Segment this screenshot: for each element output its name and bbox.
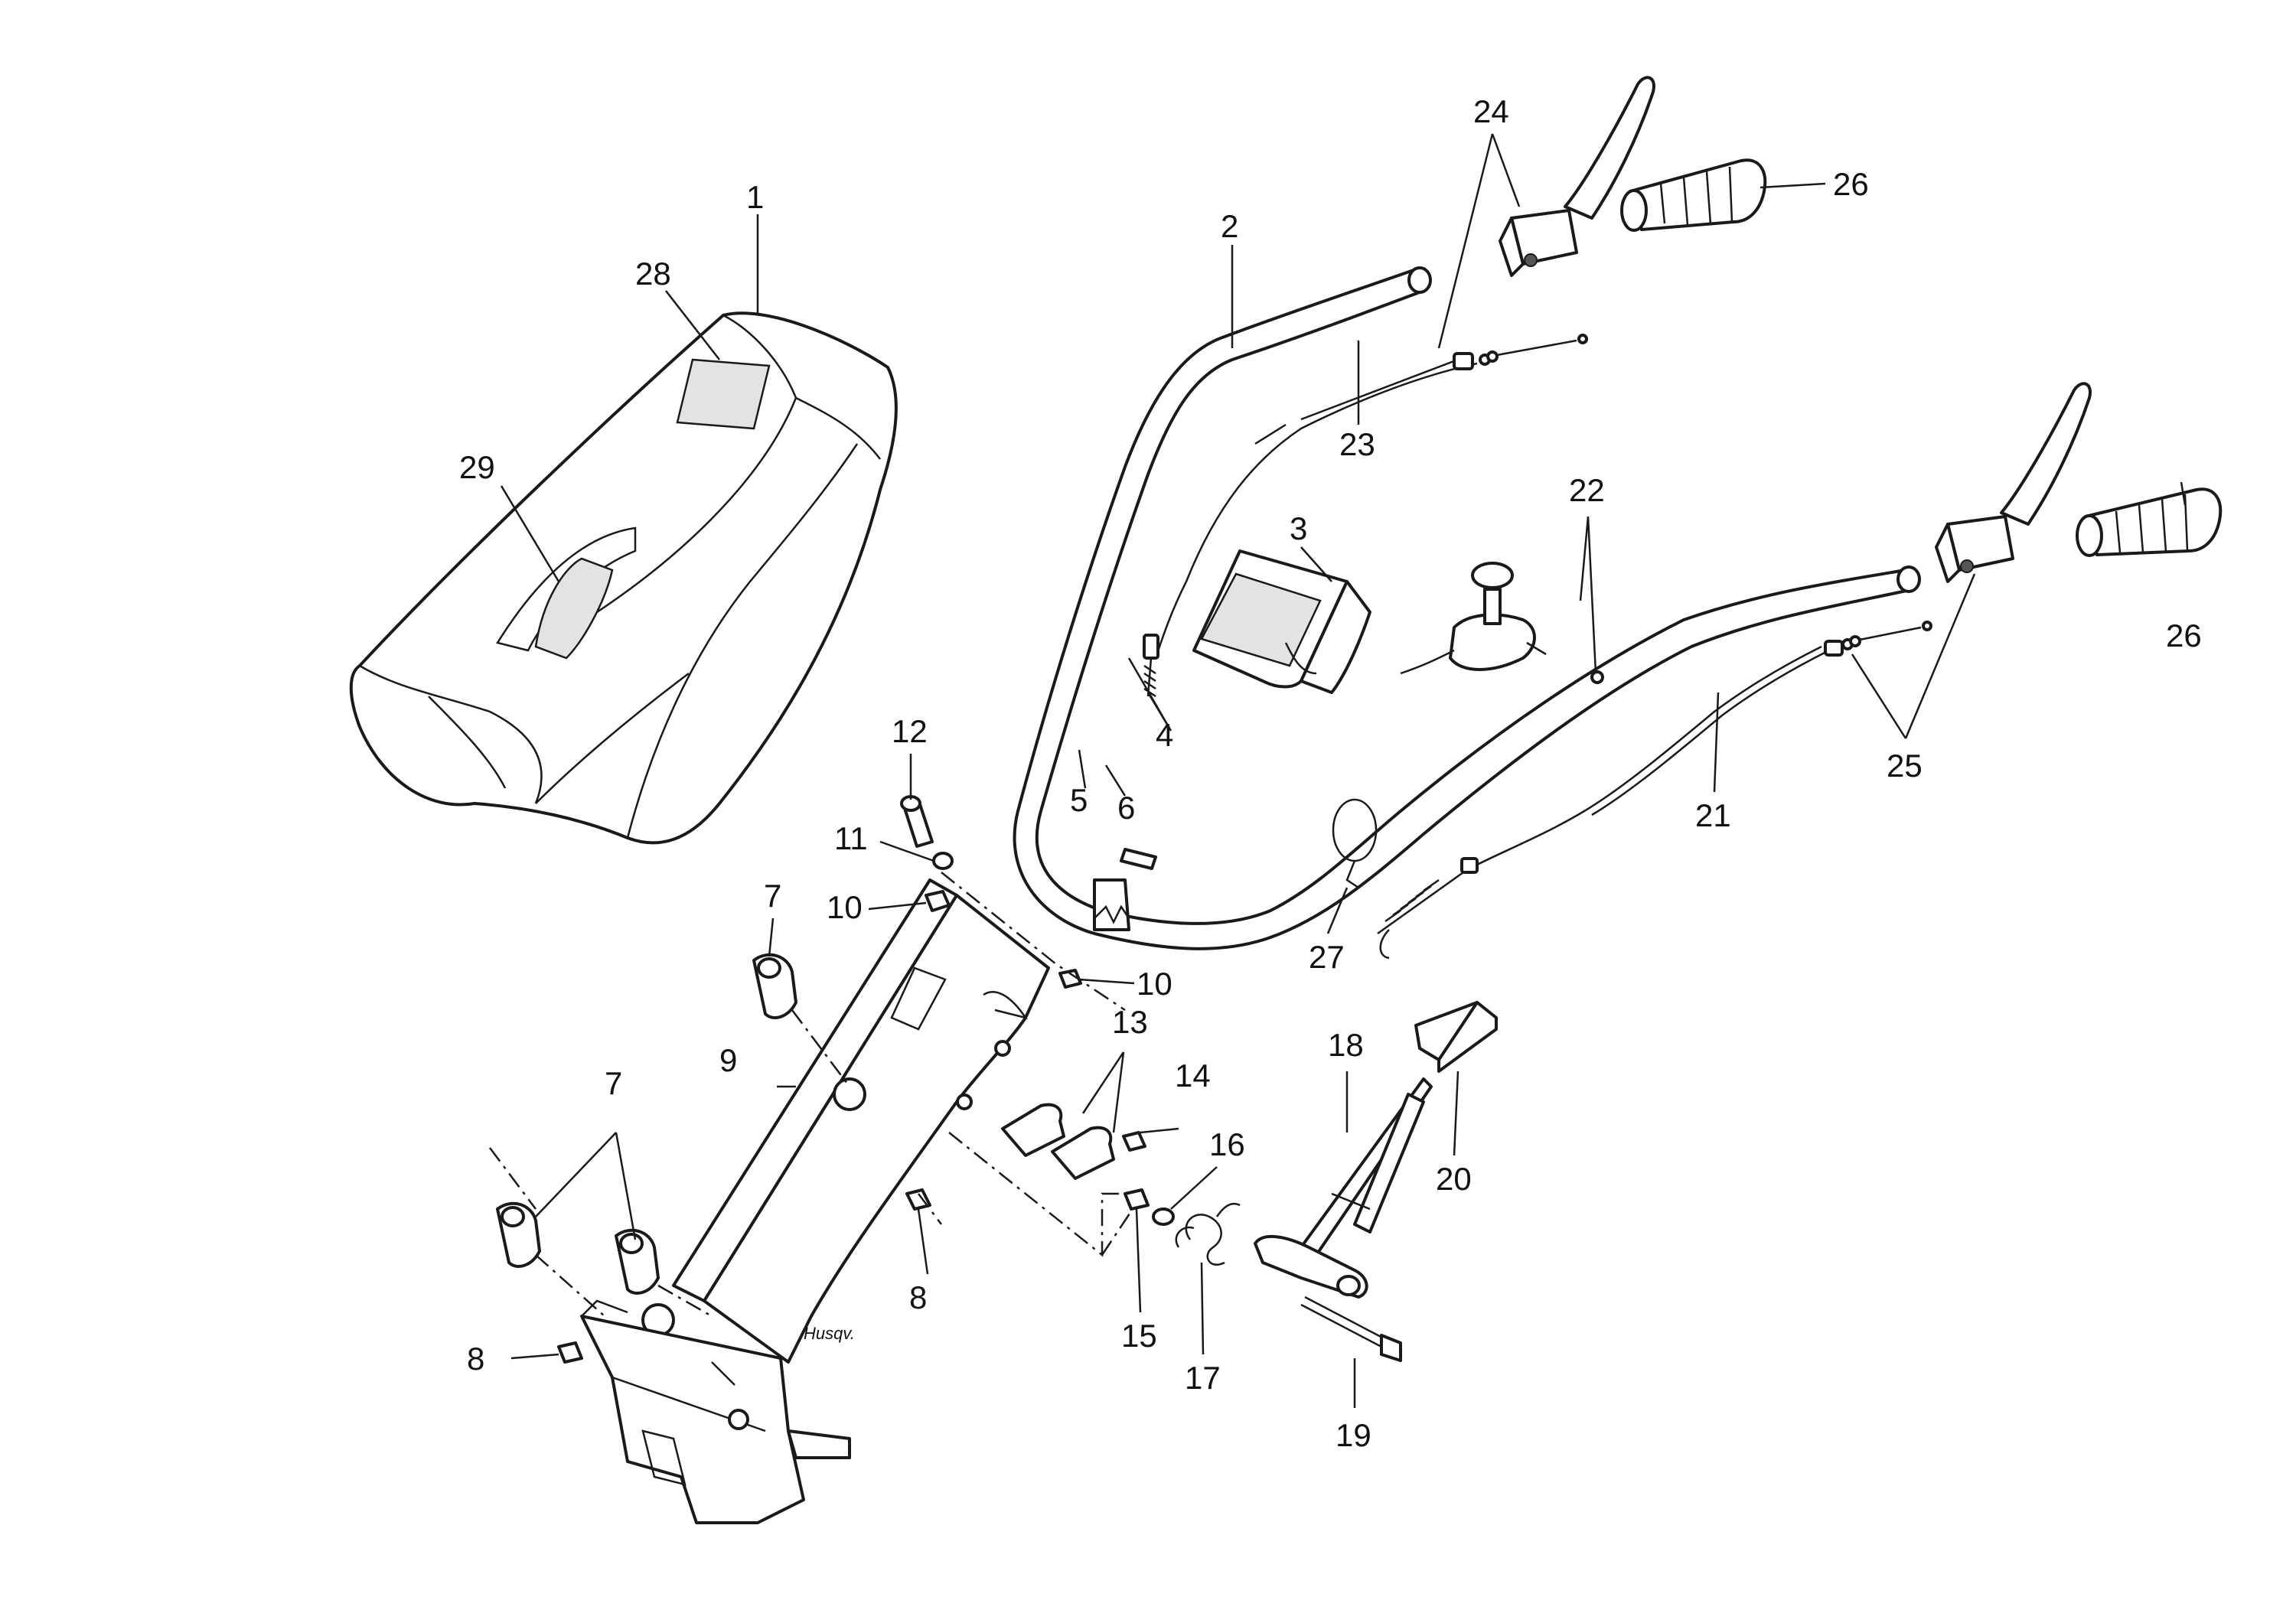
callout-16: 16 [1209,1126,1245,1162]
callout-3: 3 [1290,510,1307,546]
label-28 [676,358,771,430]
callout-27: 27 [1309,939,1345,975]
callout-5: 5 [1070,782,1088,818]
lever-part-25 [1935,382,2092,583]
alignment-lines [489,872,1134,1318]
handlebar-part-2 [1013,266,1921,950]
throttle-lever-part-22 [1400,562,1604,684]
leader-lines [500,133,2187,1408]
callout-2: 2 [1221,208,1238,244]
callout-17: 17 [1185,1360,1221,1396]
callout-12: 12 [892,713,928,749]
callout-21: 21 [1695,797,1731,833]
grip-part-26-upper [1620,158,1767,232]
callout-15: 15 [1121,1318,1157,1354]
callout-8-right: 8 [909,1279,927,1315]
callout-25: 25 [1887,748,1923,784]
callout-29: 29 [459,449,495,485]
callout-28: 28 [635,256,671,292]
callout-26-upper: 26 [1833,166,1869,202]
lower-cable-part-21 [1377,621,1932,960]
callout-18: 18 [1328,1027,1364,1063]
callout-11: 11 [834,820,868,856]
callout-22: 22 [1569,472,1605,508]
hardware-parts [496,795,1498,1364]
signature: Husqv. [804,1324,855,1343]
callout-10-right: 10 [1137,966,1172,1002]
callout-26-lower: 26 [2166,618,2202,653]
callout-23: 23 [1339,426,1375,462]
callout-10-left: 10 [827,889,863,925]
upper-cable [1143,334,1588,698]
label-29 [534,557,614,660]
cable-clip-part-27 [1332,798,1378,889]
callout-7-left: 7 [605,1065,622,1101]
callout-9: 9 [719,1042,737,1078]
callout-20: 20 [1436,1161,1472,1197]
control-cover-part-3 [1192,549,1371,694]
callout-1: 1 [746,179,764,215]
callout-19: 19 [1336,1417,1371,1453]
callout-8-left: 8 [467,1341,484,1377]
callout-4: 4 [1156,717,1173,753]
callout-14: 14 [1175,1058,1211,1093]
callout-labels: 1 2 3 4 5 6 7 7 8 8 9 10 10 11 12 13 14 … [459,93,2202,1453]
lever-part-24 [1499,76,1655,277]
grip-part-26-lower [2076,487,2223,557]
handle-frame-part-9: Husqv. [580,878,1050,1524]
callout-7-top: 7 [764,878,781,914]
callout-6: 6 [1117,790,1135,826]
callout-24: 24 [1473,93,1509,129]
grass-cover-part-1 [349,311,898,845]
callout-13: 13 [1112,1004,1148,1040]
